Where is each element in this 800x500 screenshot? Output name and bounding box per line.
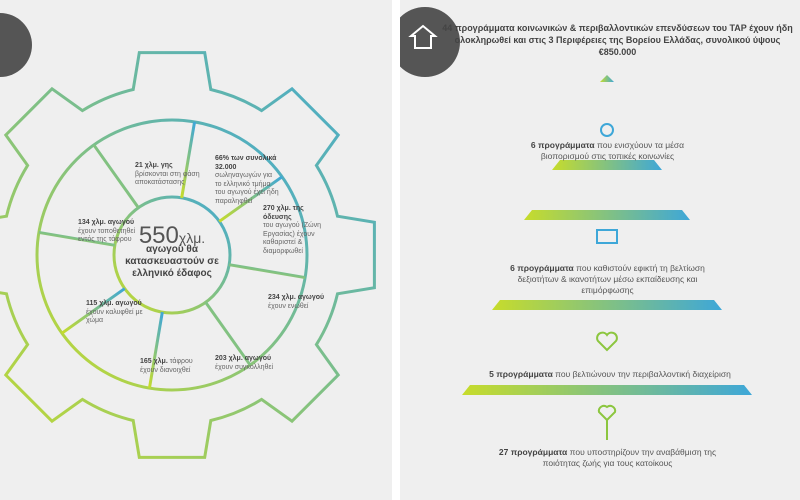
level-0: 6 προγράμματα που ενισχύουν τα μέσα βιοπ… bbox=[530, 140, 685, 161]
segment-divider bbox=[92, 144, 140, 209]
book-icon bbox=[596, 229, 618, 244]
segment-divider bbox=[180, 121, 197, 199]
segment-divider bbox=[218, 175, 283, 223]
segment-5: 165 χλμ. τάφρου έχουν διανοιχθεί bbox=[140, 358, 193, 374]
progress-panel: 550χλμ. αγωγού θα κατασκευαστούν σε ελλη… bbox=[0, 0, 392, 500]
investments-panel: 44 προγράμματα κοινωνικών & περιβαλλοντι… bbox=[400, 0, 800, 500]
corner-badge bbox=[0, 13, 32, 77]
heading: 44 προγράμματα κοινωνικών & περιβαλλοντι… bbox=[442, 23, 793, 57]
level-1: 6 προγράμματα που καθιστούν εφικτή τη βε… bbox=[510, 263, 705, 295]
gear-graphic bbox=[0, 13, 376, 459]
segment-divider bbox=[228, 263, 306, 280]
heart-leaf-icon bbox=[596, 331, 618, 352]
level-2: 5 προγράμματα που βελτιώνουν την περιβαλ… bbox=[489, 369, 731, 379]
segment-divider bbox=[147, 311, 164, 389]
center-label: 550χλμ. αγωγού θα κατασκευαστούν σε ελλη… bbox=[125, 222, 219, 280]
segment-divider bbox=[38, 230, 116, 247]
building-icon bbox=[400, 7, 460, 77]
center-circle bbox=[112, 195, 232, 315]
gear-outline bbox=[0, 51, 376, 459]
segment-divider bbox=[204, 301, 252, 366]
gear-teeth bbox=[0, 51, 376, 459]
pyramid-graphic bbox=[400, 7, 752, 440]
globe-icon bbox=[600, 123, 614, 137]
segment-divider bbox=[61, 287, 126, 335]
level-3: 27 προγράμματα που υποστηρίζουν την αναβ… bbox=[498, 447, 717, 468]
heart-plant-icon bbox=[597, 404, 617, 440]
